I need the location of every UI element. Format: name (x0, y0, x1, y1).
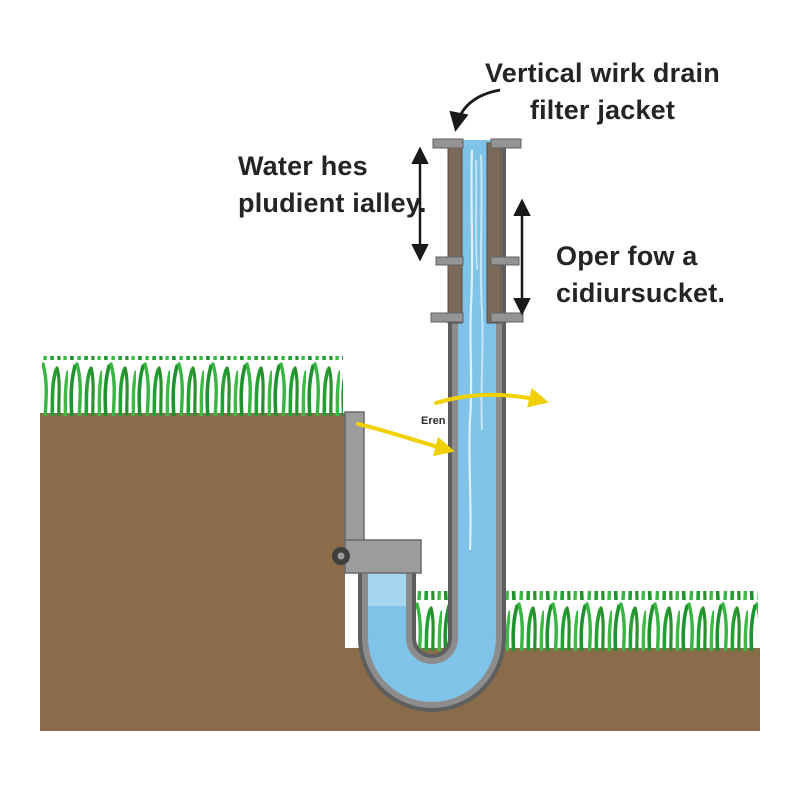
label-outflow: Oper fow a cidiursucket. (556, 238, 725, 312)
flange-top-right (490, 138, 522, 149)
flange-bottom-left (430, 312, 464, 323)
soil-left (40, 413, 345, 731)
standpipe (332, 411, 422, 574)
label-water-head: Water hes pludient ialley. (238, 148, 427, 222)
label-filter-jacket-line1: Vertical wirk drain (485, 58, 720, 88)
label-pointer-arrow (449, 88, 501, 132)
label-filter-jacket: Vertical wirk drain filter jacket (460, 55, 745, 129)
flange-top-left (432, 138, 464, 149)
standpipe-elbow (344, 539, 422, 574)
flange-bottom-right (490, 312, 524, 323)
flange-mid-right (490, 256, 520, 266)
pipe-flanges (430, 138, 524, 323)
label-filter-jacket-line2: filter jacket (529, 95, 676, 125)
u-drain-pipe (358, 140, 506, 712)
label-water-head-line1: Water hes (238, 151, 368, 181)
water-streak (475, 159, 478, 271)
standpipe-vertical (344, 411, 365, 553)
label-flow-small: Eren (421, 415, 446, 427)
pipe-water (368, 140, 496, 702)
water-streak (468, 149, 474, 551)
flange-mid-left (435, 256, 464, 266)
flow-arrow-lower (356, 422, 455, 457)
label-outflow-line2: cidiursucket. (556, 278, 726, 308)
pipe-clamp-hole (337, 552, 345, 560)
label-outflow-line1: Oper fow a (556, 241, 698, 271)
grass-left (42, 356, 343, 416)
flow-arrow-upper (434, 387, 549, 408)
filter-jacket-right-bar (486, 142, 502, 324)
label-water-head-line2: pludient ialley. (238, 188, 427, 218)
filter-jacket-left-bar (447, 142, 463, 324)
water-streak (479, 154, 484, 431)
